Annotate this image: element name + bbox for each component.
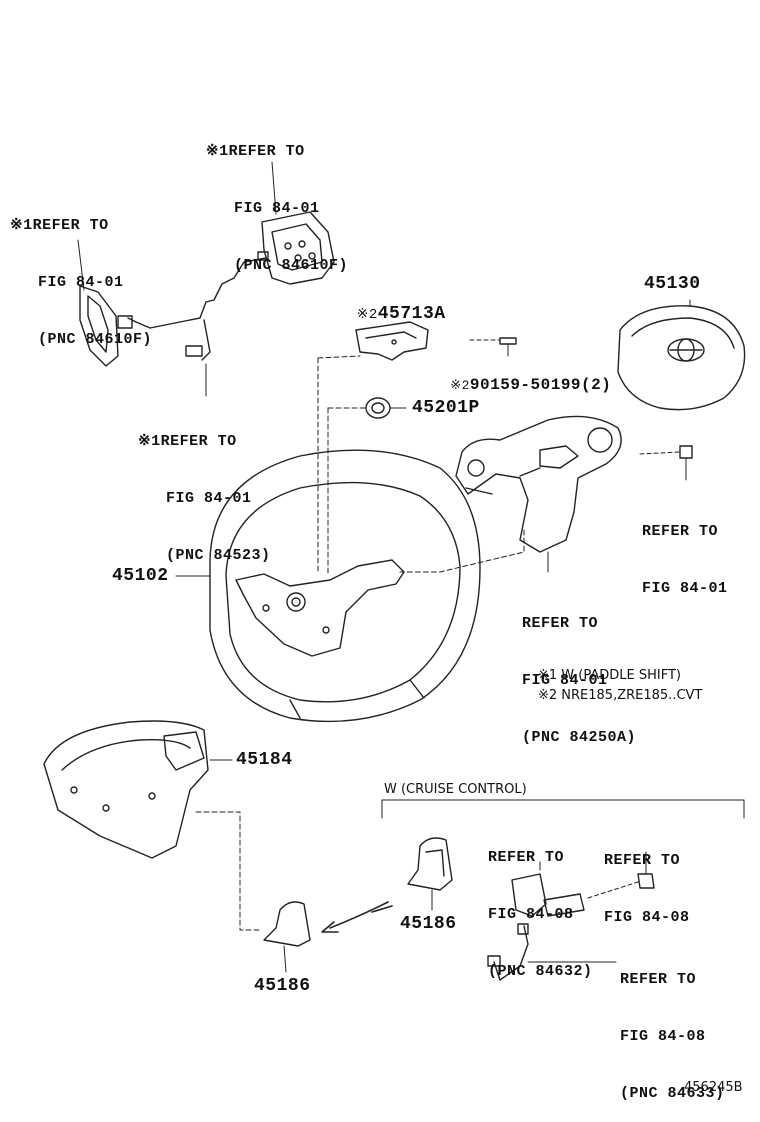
- paddle-switch-lh-drawing: [79, 285, 133, 367]
- part-45713A: ※245713A: [334, 284, 446, 324]
- note-engine-cvt: ※2 NRE185,ZRE185..CVT: [538, 688, 703, 703]
- part-45201P: 45201P: [412, 398, 480, 418]
- ref-line-3: (PNC 84633): [620, 1085, 725, 1102]
- ref-line-2: FIG 84-08: [604, 909, 690, 926]
- arrow-drawing: [329, 901, 389, 929]
- ref-line-3: (PNC 84610F): [38, 331, 153, 348]
- ref-line-2: FIG 84-01: [38, 274, 124, 291]
- ref-line-3: (PNC 84250A): [522, 729, 637, 746]
- cover-45186-lower-drawing: [263, 901, 311, 973]
- part-45102: 45102: [112, 566, 169, 586]
- mark-2: ※2: [450, 378, 470, 393]
- ref-cruise-screw: REFER TO FIG 84-08: [604, 813, 690, 946]
- nut-45201P-drawing: [365, 397, 407, 419]
- ref-switch-screw: REFER TO FIG 84-01: [642, 484, 728, 617]
- part-45184: 45184: [236, 750, 293, 770]
- ref-line-1: REFER TO: [228, 143, 305, 160]
- ref-line-1: REFER TO: [32, 217, 109, 234]
- mark-1: ※1: [206, 143, 229, 160]
- ref-line-1: REFER TO: [642, 523, 719, 540]
- ref-paddle-upper: ※1REFER TO FIG 84-01 (PNC 84610F): [206, 104, 348, 294]
- ref-paddle-left: ※1REFER TO FIG 84-01 (PNC 84610F): [10, 178, 152, 368]
- ref-line-2: FIG 84-08: [488, 906, 574, 923]
- part-45186-lower: 45186: [254, 976, 311, 996]
- steering-switch-drawing: [399, 415, 693, 573]
- ref-paddle-harness: ※1REFER TO FIG 84-01 (PNC 84523): [138, 394, 271, 584]
- mark-1: ※1: [138, 433, 161, 450]
- ref-line-2: FIG 84-01: [166, 490, 252, 507]
- cruise-control-label: W (CRUISE CONTROL): [384, 782, 527, 797]
- ref-line-1: REFER TO: [488, 849, 565, 866]
- ref-cruise-switch: REFER TO FIG 84-08 (PNC 84632): [488, 810, 593, 1000]
- ref-line-1: REFER TO: [620, 971, 697, 988]
- ref-steering-switch: REFER TO FIG 84-01 (PNC 84250A): [522, 576, 636, 766]
- ref-line-3: (PNC 84632): [488, 963, 593, 980]
- cruise-control-bracket: [381, 799, 745, 819]
- steering-wheel-drawing: [175, 449, 481, 723]
- part-number: 45713A: [377, 304, 446, 324]
- cruise-switch-drawing: [487, 851, 655, 981]
- cover-45186-upper-drawing: [407, 837, 453, 911]
- ref-line-1: REFER TO: [604, 852, 681, 869]
- part-number: 90159-50199(2): [469, 376, 612, 394]
- mark-1: ※1: [10, 217, 33, 234]
- ref-line-2: FIG 84-01: [522, 672, 608, 689]
- part-90159: ※290159-50199(2): [430, 358, 611, 394]
- ref-line-3: (PNC 84523): [166, 547, 271, 564]
- ref-line-1: REFER TO: [160, 433, 237, 450]
- part-45130: 45130: [644, 274, 701, 294]
- part-45186-upper: 45186: [400, 914, 457, 934]
- lower-cover-45184-drawing: [43, 720, 263, 931]
- airbag-45130-drawing: [617, 299, 746, 411]
- mark-2: ※2: [356, 307, 378, 323]
- bolt-90159-drawing: [469, 337, 517, 357]
- ref-line-1: REFER TO: [522, 615, 599, 632]
- ref-line-3: (PNC 84610F): [234, 257, 349, 274]
- ref-cruise-harness: REFER TO FIG 84-08 (PNC 84633): [620, 932, 725, 1122]
- cover-45713A-drawing: [355, 321, 429, 361]
- ref-line-2: FIG 84-08: [620, 1028, 706, 1045]
- ref-line-2: FIG 84-01: [234, 200, 320, 217]
- figure-id: 456245B: [684, 1080, 743, 1095]
- ref-line-2: FIG 84-01: [642, 580, 728, 597]
- note-paddle-shift: ※1 W (PADDLE SHIFT): [538, 668, 681, 683]
